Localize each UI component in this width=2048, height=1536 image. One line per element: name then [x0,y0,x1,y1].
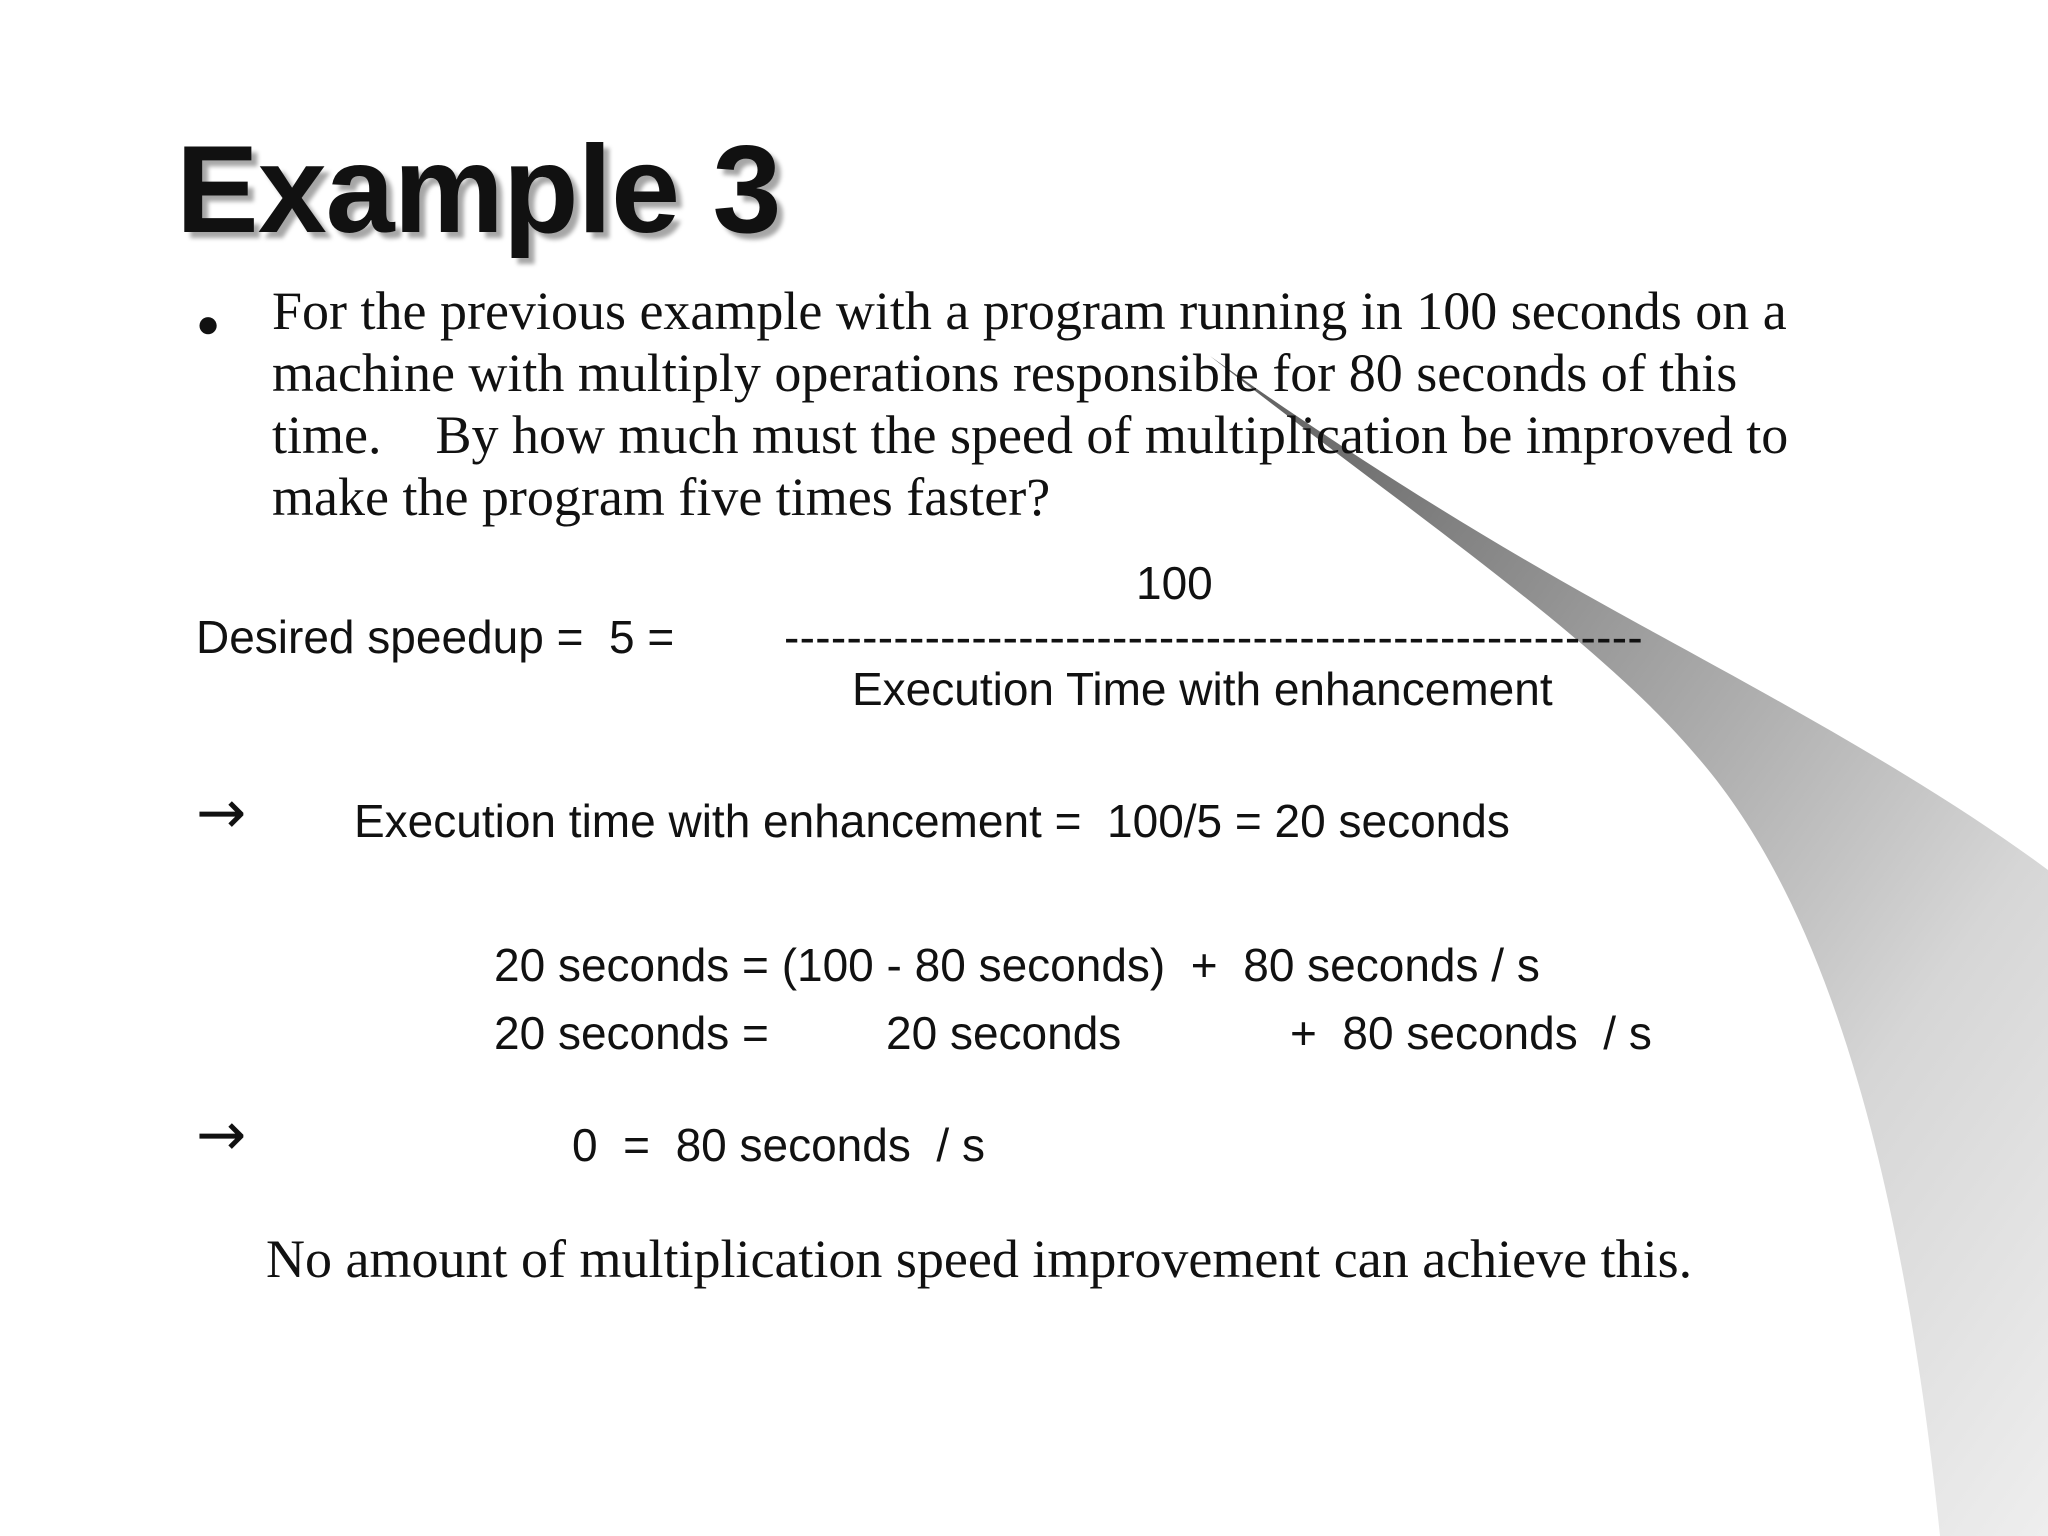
step2-text: 0 = 80 seconds / s [572,1119,985,1171]
fraction-bar: ----------------------------------------… [784,611,1644,663]
right-arrow-icon: → [196,778,247,848]
equation-line-2-rhs: + 80 seconds / s [1290,1007,1652,1059]
equation-line-2-lhs: 20 seconds = [494,1007,769,1059]
bullet-dot-icon: ● [196,301,221,346]
bullet-line: make the program five times faster? [272,467,1051,527]
fraction-denominator: Execution Time with enhancement [852,663,1553,715]
equation-line-2-mid: 20 seconds [886,1007,1122,1059]
equation-line-1: 20 seconds = (100 - 80 seconds) + 80 sec… [494,939,1540,991]
conclusion-text: No amount of multiplication speed improv… [266,1229,1693,1289]
bullet-line: For the previous example with a program … [272,281,1787,341]
bullet-text: For the previous example with a program … [272,280,1882,528]
page-title: Example 3 [176,121,781,259]
bullet-line: machine with multiply operations respons… [272,343,1738,403]
right-arrow-icon: → [196,1100,247,1170]
step1-text: Execution time with enhancement = 100/5 … [354,795,1510,847]
speedup-label: Desired speedup = 5 = [196,611,675,663]
bullet-line: time. By how much must the speed of mult… [272,405,1789,465]
fraction-numerator: 100 [1136,557,1213,609]
